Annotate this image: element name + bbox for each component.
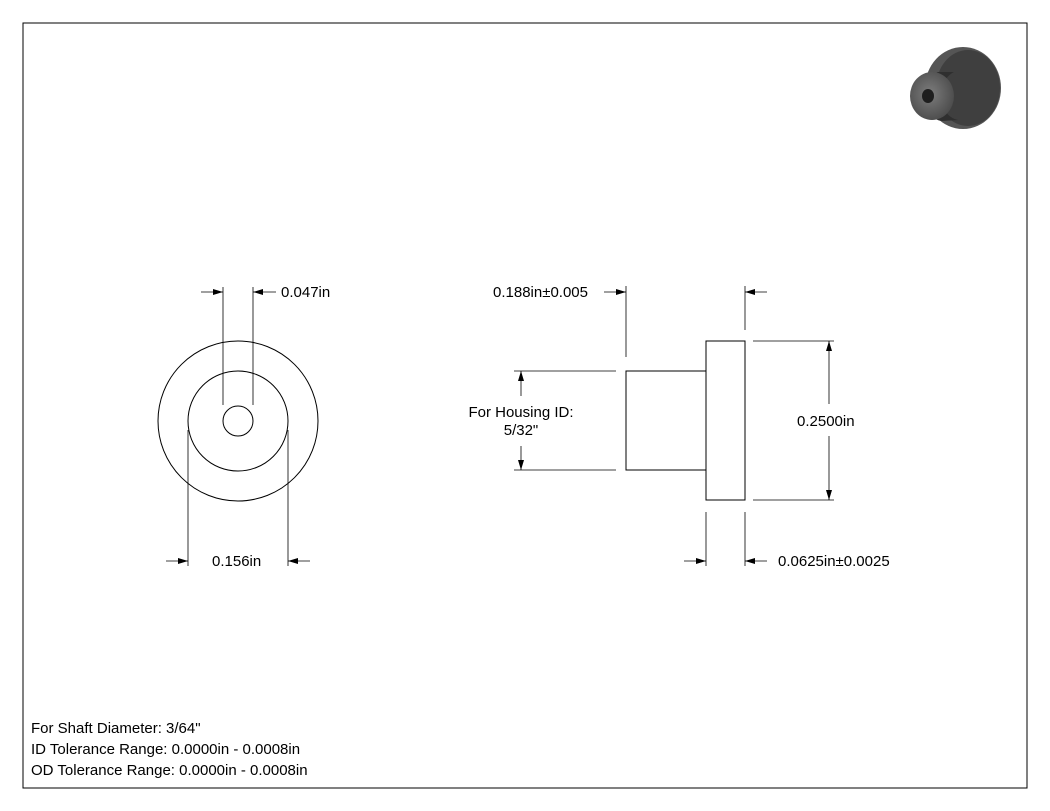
bore-circle (222, 405, 254, 437)
bushing-flange (705, 340, 746, 501)
dim-housing-label: For Housing ID: (468, 404, 573, 421)
dim-overall-length: 0.0625in±0.0025 (778, 553, 890, 570)
dim-flange-thickness: 0.188in±0.005 (493, 284, 588, 301)
side-view: 0.188in±0.005 0.2500in For Housing ID: 5… (468, 284, 889, 570)
note-shaft-diameter: For Shaft Diameter: 3/64" (31, 720, 201, 737)
note-id-tolerance: ID Tolerance Range: 0.0000in - 0.0008in (31, 741, 300, 758)
front-view: 0.047in 0.156in (157, 284, 330, 570)
dim-housing-value: 5/32" (504, 422, 539, 439)
outer-circle (157, 340, 319, 502)
note-od-tolerance: OD Tolerance Range: 0.0000in - 0.0008in (31, 762, 308, 779)
isometric-view (910, 47, 1001, 129)
middle-circle (187, 370, 289, 472)
dim-shaft-id: 0.047in (281, 284, 330, 301)
dim-flange-od: 0.156in (212, 553, 261, 570)
dim-body-od: 0.2500in (797, 413, 855, 430)
notes-block: For Shaft Diameter: 3/64" ID Tolerance R… (31, 720, 308, 779)
bushing-body (625, 370, 707, 471)
